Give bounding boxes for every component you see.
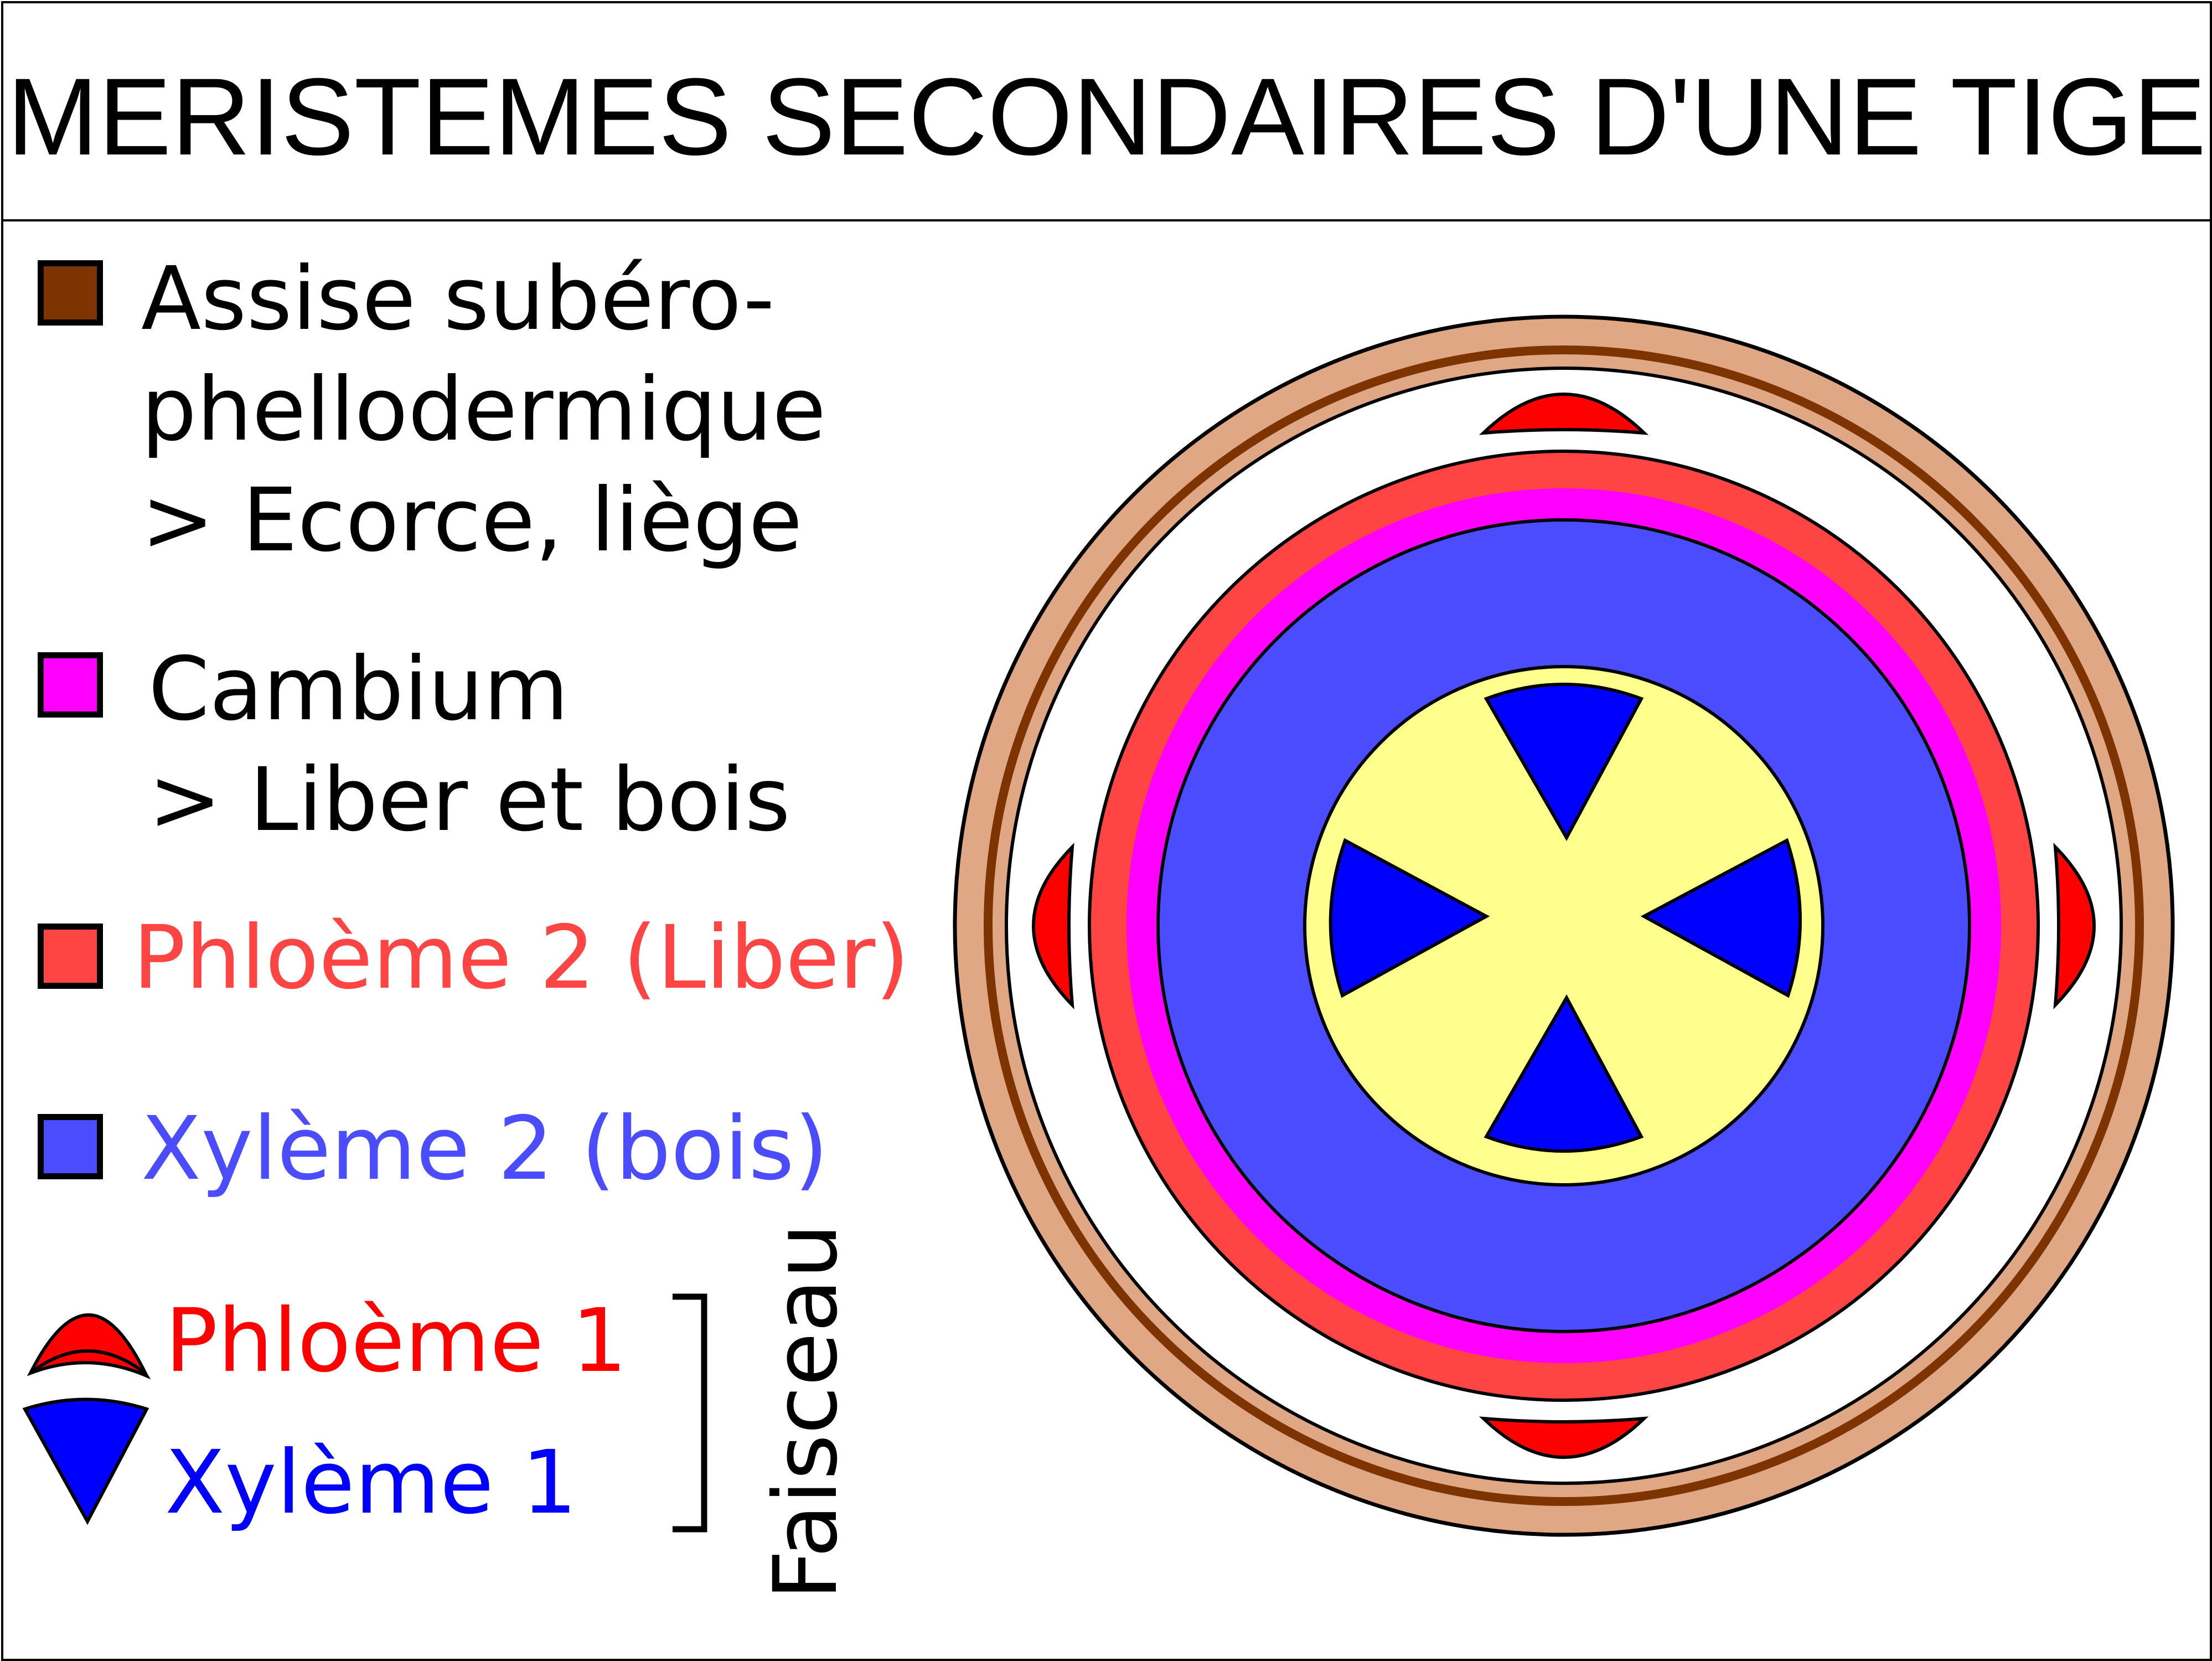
phloem1-left [1032, 842, 1074, 1010]
xylem1-label: Xylème 1 [165, 1432, 577, 1534]
xylem1-top [1484, 683, 1644, 842]
suber-phelloderm-layer [984, 345, 2144, 1506]
bundle-label: Faisceau [755, 1224, 857, 1600]
xylem1-bottom [1484, 994, 1644, 1153]
cambium-swatch [38, 652, 103, 718]
phloem1-right [2053, 842, 2096, 1010]
stem-cross-section [953, 314, 2175, 1537]
phloem2-label: Phloème 2 (Liber) [133, 907, 909, 1009]
suber-label-2: phellodermique [141, 359, 826, 461]
xylem2-label: Xylème 2 (bois) [141, 1098, 829, 1200]
bundle-bracket [673, 1293, 707, 1533]
phloem1-legend-symbol [27, 1313, 151, 1380]
xylem1-left [1329, 838, 1490, 998]
xylem1-right [1640, 838, 1802, 998]
suber-label-1: Assise subéro- [141, 248, 775, 350]
diagram-title: MERISTEMES SECONDAIRES D'UNE TIGE [3, 3, 2210, 221]
phloem1-label: Phloème 1 [165, 1290, 628, 1392]
suber-swatch [38, 260, 103, 326]
pith [1303, 665, 1825, 1187]
xylem2-swatch [38, 1114, 103, 1179]
phloem1-bottom [1479, 1416, 1649, 1459]
suber-label-3: > Ecorce, liège [141, 470, 803, 571]
xylem1-legend-symbol [22, 1397, 149, 1525]
cambium-label-2: > Liber et bois [148, 749, 790, 851]
phloem1-top [1479, 393, 1649, 435]
cambium-label-1: Cambium [148, 638, 569, 740]
phloem2-swatch [38, 924, 103, 989]
